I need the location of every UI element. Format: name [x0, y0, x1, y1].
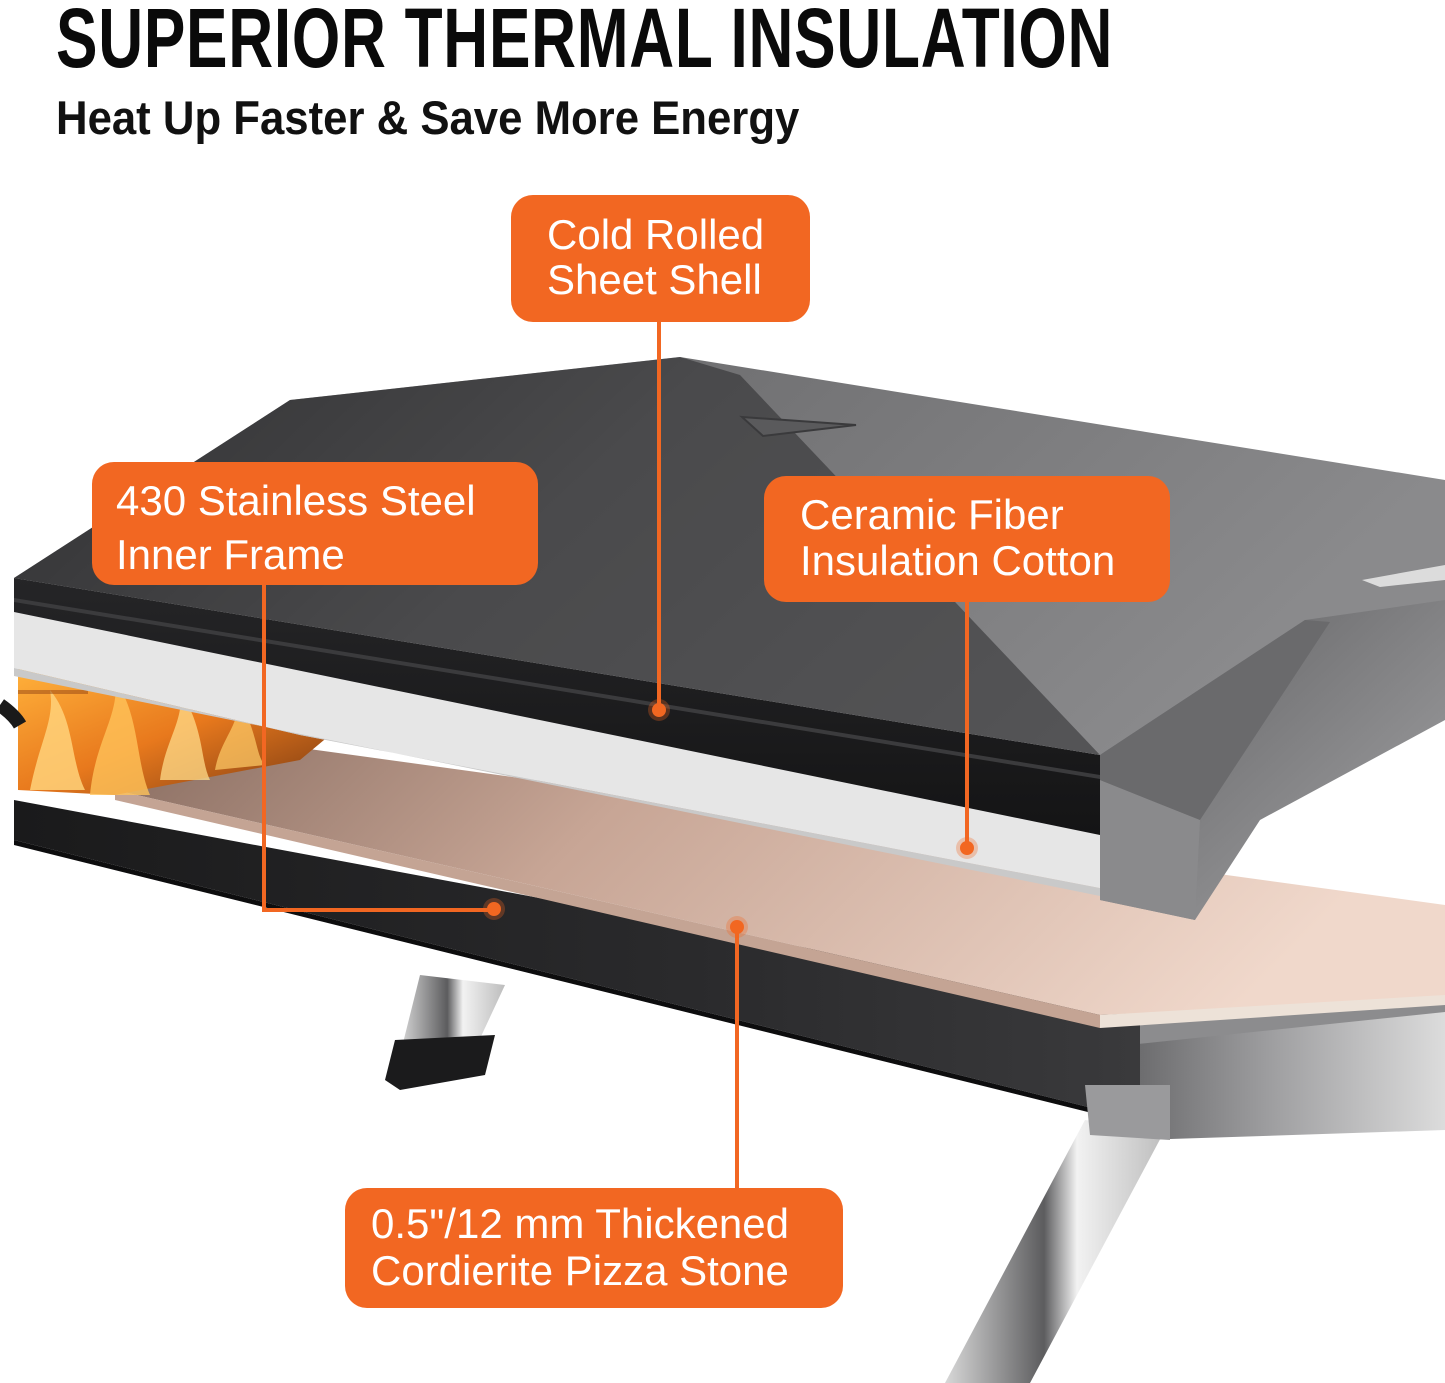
dot-shell	[652, 703, 666, 717]
pizza-stone-edge	[115, 790, 1100, 1028]
callout-cordierite-pizza-stone: 0.5"/12 mm Thickened Cordierite Pizza St…	[345, 1188, 843, 1308]
side-bevel-dark	[1100, 620, 1330, 820]
insulation-band	[14, 612, 1110, 890]
callout-dots	[483, 699, 978, 938]
power-cord	[0, 699, 27, 729]
lid-top-dark	[14, 357, 1100, 755]
brand-logo-partial	[1362, 565, 1445, 587]
side-bevel-face	[1100, 780, 1200, 920]
page-title: SUPERIOR THERMAL INSULATION	[56, 0, 1114, 85]
callout-stainless-inner-frame: 430 Stainless Steel Inner Frame	[92, 462, 538, 585]
base-tray	[1090, 1010, 1445, 1140]
fire-icon	[18, 668, 330, 795]
callout-line-2: Inner Frame	[116, 531, 345, 578]
dot-cotton	[960, 841, 974, 855]
callout-connectors	[262, 322, 969, 1188]
front-leg-right	[945, 1120, 1165, 1383]
dot-stone	[730, 920, 744, 934]
logo-emboss-icon	[739, 415, 857, 438]
lid-front-line	[14, 598, 1100, 779]
callout-line-1: 430 Stainless Steel	[116, 477, 476, 524]
callout-line-1: 0.5"/12 mm Thickened	[371, 1200, 790, 1247]
callout-cold-rolled-shell: Cold Rolled Sheet Shell	[511, 195, 810, 322]
rear-leg-foot	[385, 1035, 495, 1090]
pizza-stone-top	[115, 745, 1445, 1015]
callout-line-2: Sheet Shell	[547, 256, 762, 303]
front-leg-corner	[1085, 1085, 1170, 1140]
callout-line-2: Cordierite Pizza Stone	[371, 1247, 789, 1294]
insulation-band-shadow	[14, 668, 1110, 898]
callout-ceramic-fiber-cotton: Ceramic Fiber Insulation Cotton	[764, 476, 1170, 602]
callout-line-1: Ceramic Fiber	[800, 491, 1064, 538]
dot-frame	[487, 902, 501, 916]
pizza-stone-front-edge	[1100, 995, 1445, 1028]
callout-line-2: Insulation Cotton	[800, 537, 1116, 584]
callout-line-1: Cold Rolled	[547, 211, 765, 258]
base-front	[14, 800, 1140, 1120]
page-subtitle: Heat Up Faster & Save More Energy	[56, 91, 800, 144]
